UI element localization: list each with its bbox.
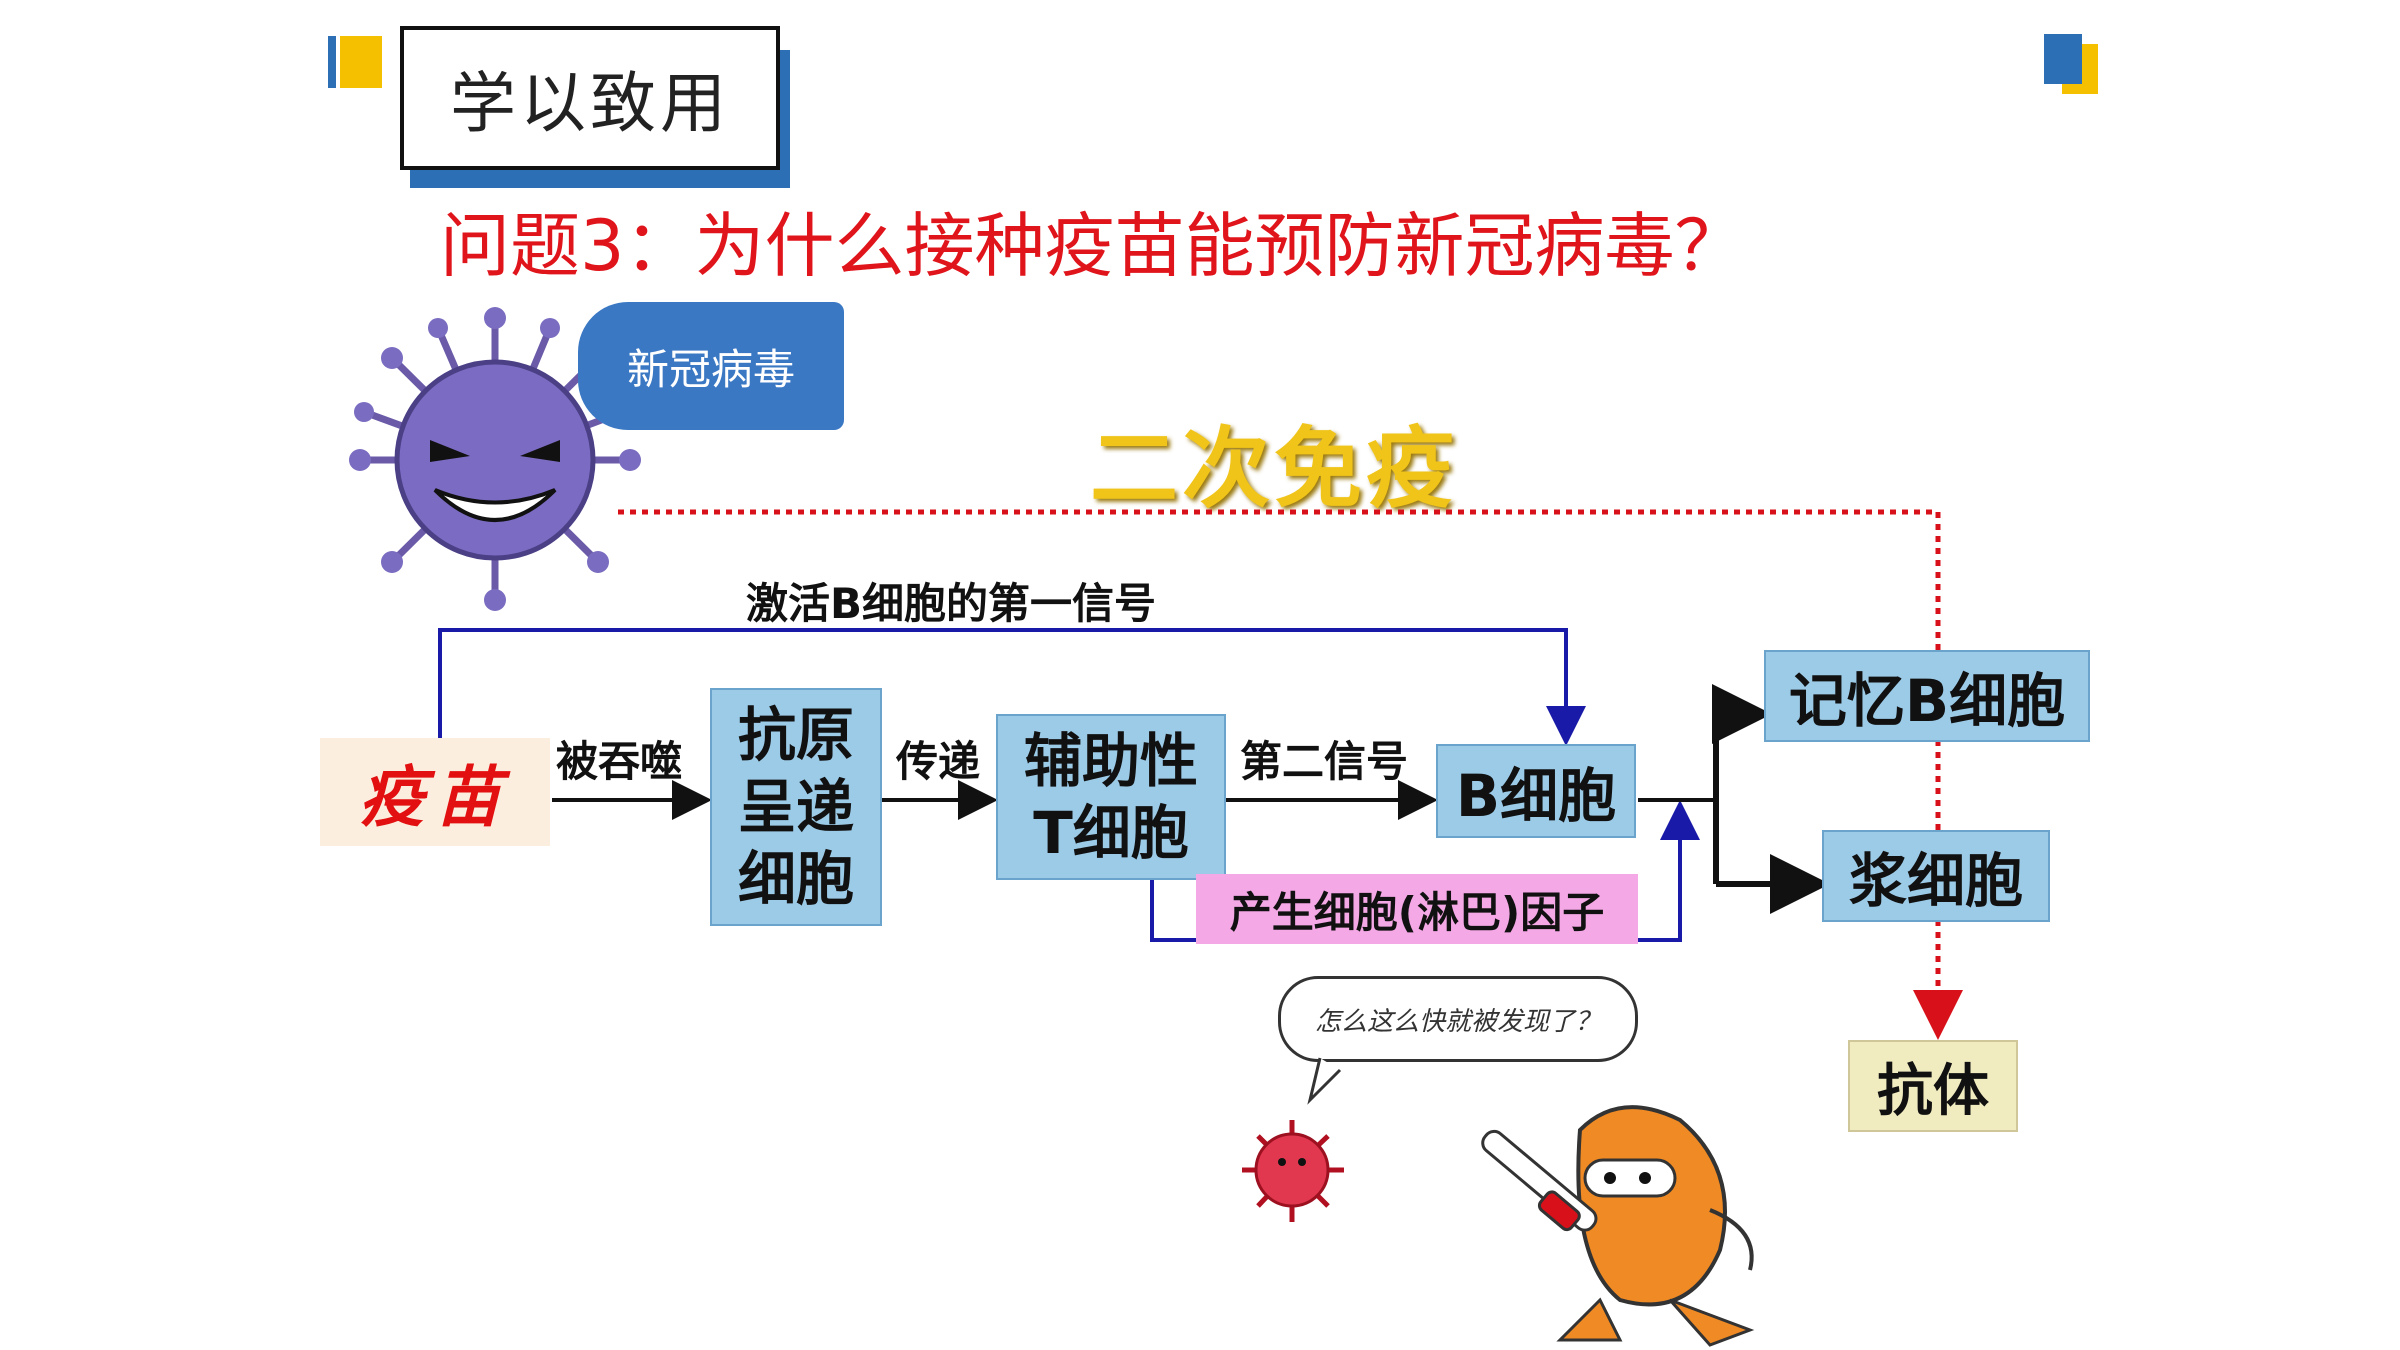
page-title: 学以致用 (400, 26, 780, 170)
secondary-immunity-path (618, 509, 1963, 1040)
first-signal-path (438, 628, 1586, 746)
virus-icon (349, 307, 641, 611)
antibody-node: 抗体 (1848, 1040, 2018, 1132)
apc-label: 抗原呈递细胞 (737, 701, 854, 913)
corner-square-left (340, 36, 382, 88)
apc-node: 抗原呈递细胞 (710, 688, 882, 926)
first-signal-label: 激活B细胞的第一信号 (746, 579, 1157, 628)
b-cell-node: B细胞 (1436, 744, 1636, 838)
corner-square-right-blue (2044, 34, 2082, 84)
plasma-node: 浆细胞 (1822, 830, 2050, 922)
phagocytosed-label: 被吞噬 (556, 737, 683, 786)
immune-cell-character-icon (1481, 1105, 1755, 1347)
secondary-immunity-label: 二次免疫 (1090, 416, 1459, 520)
question-heading: 问题3：为什么接种疫苗能预防新冠病毒？ (440, 205, 1745, 287)
cytokine-node: 产生细胞(淋巴)因子 (1196, 874, 1638, 944)
cartoon-speech-bubble: 怎么这么快就被发现了？ (1278, 976, 1638, 1062)
transfer-label: 传递 (896, 737, 981, 786)
memory-b-node: 记忆B细胞 (1764, 650, 2090, 742)
helper-t-label: 辅助性T细胞 (1023, 727, 1198, 867)
cartoon-illustration (1242, 1057, 1755, 1347)
vaccine-node: 疫苗 (320, 738, 550, 846)
corner-bar-left (328, 36, 336, 88)
second-signal-label: 第二信号 (1240, 737, 1409, 786)
helper-t-node: 辅助性T细胞 (996, 714, 1226, 880)
small-virus-icon (1242, 1120, 1344, 1222)
virus-label-bubble: 新冠病毒 (578, 302, 844, 430)
